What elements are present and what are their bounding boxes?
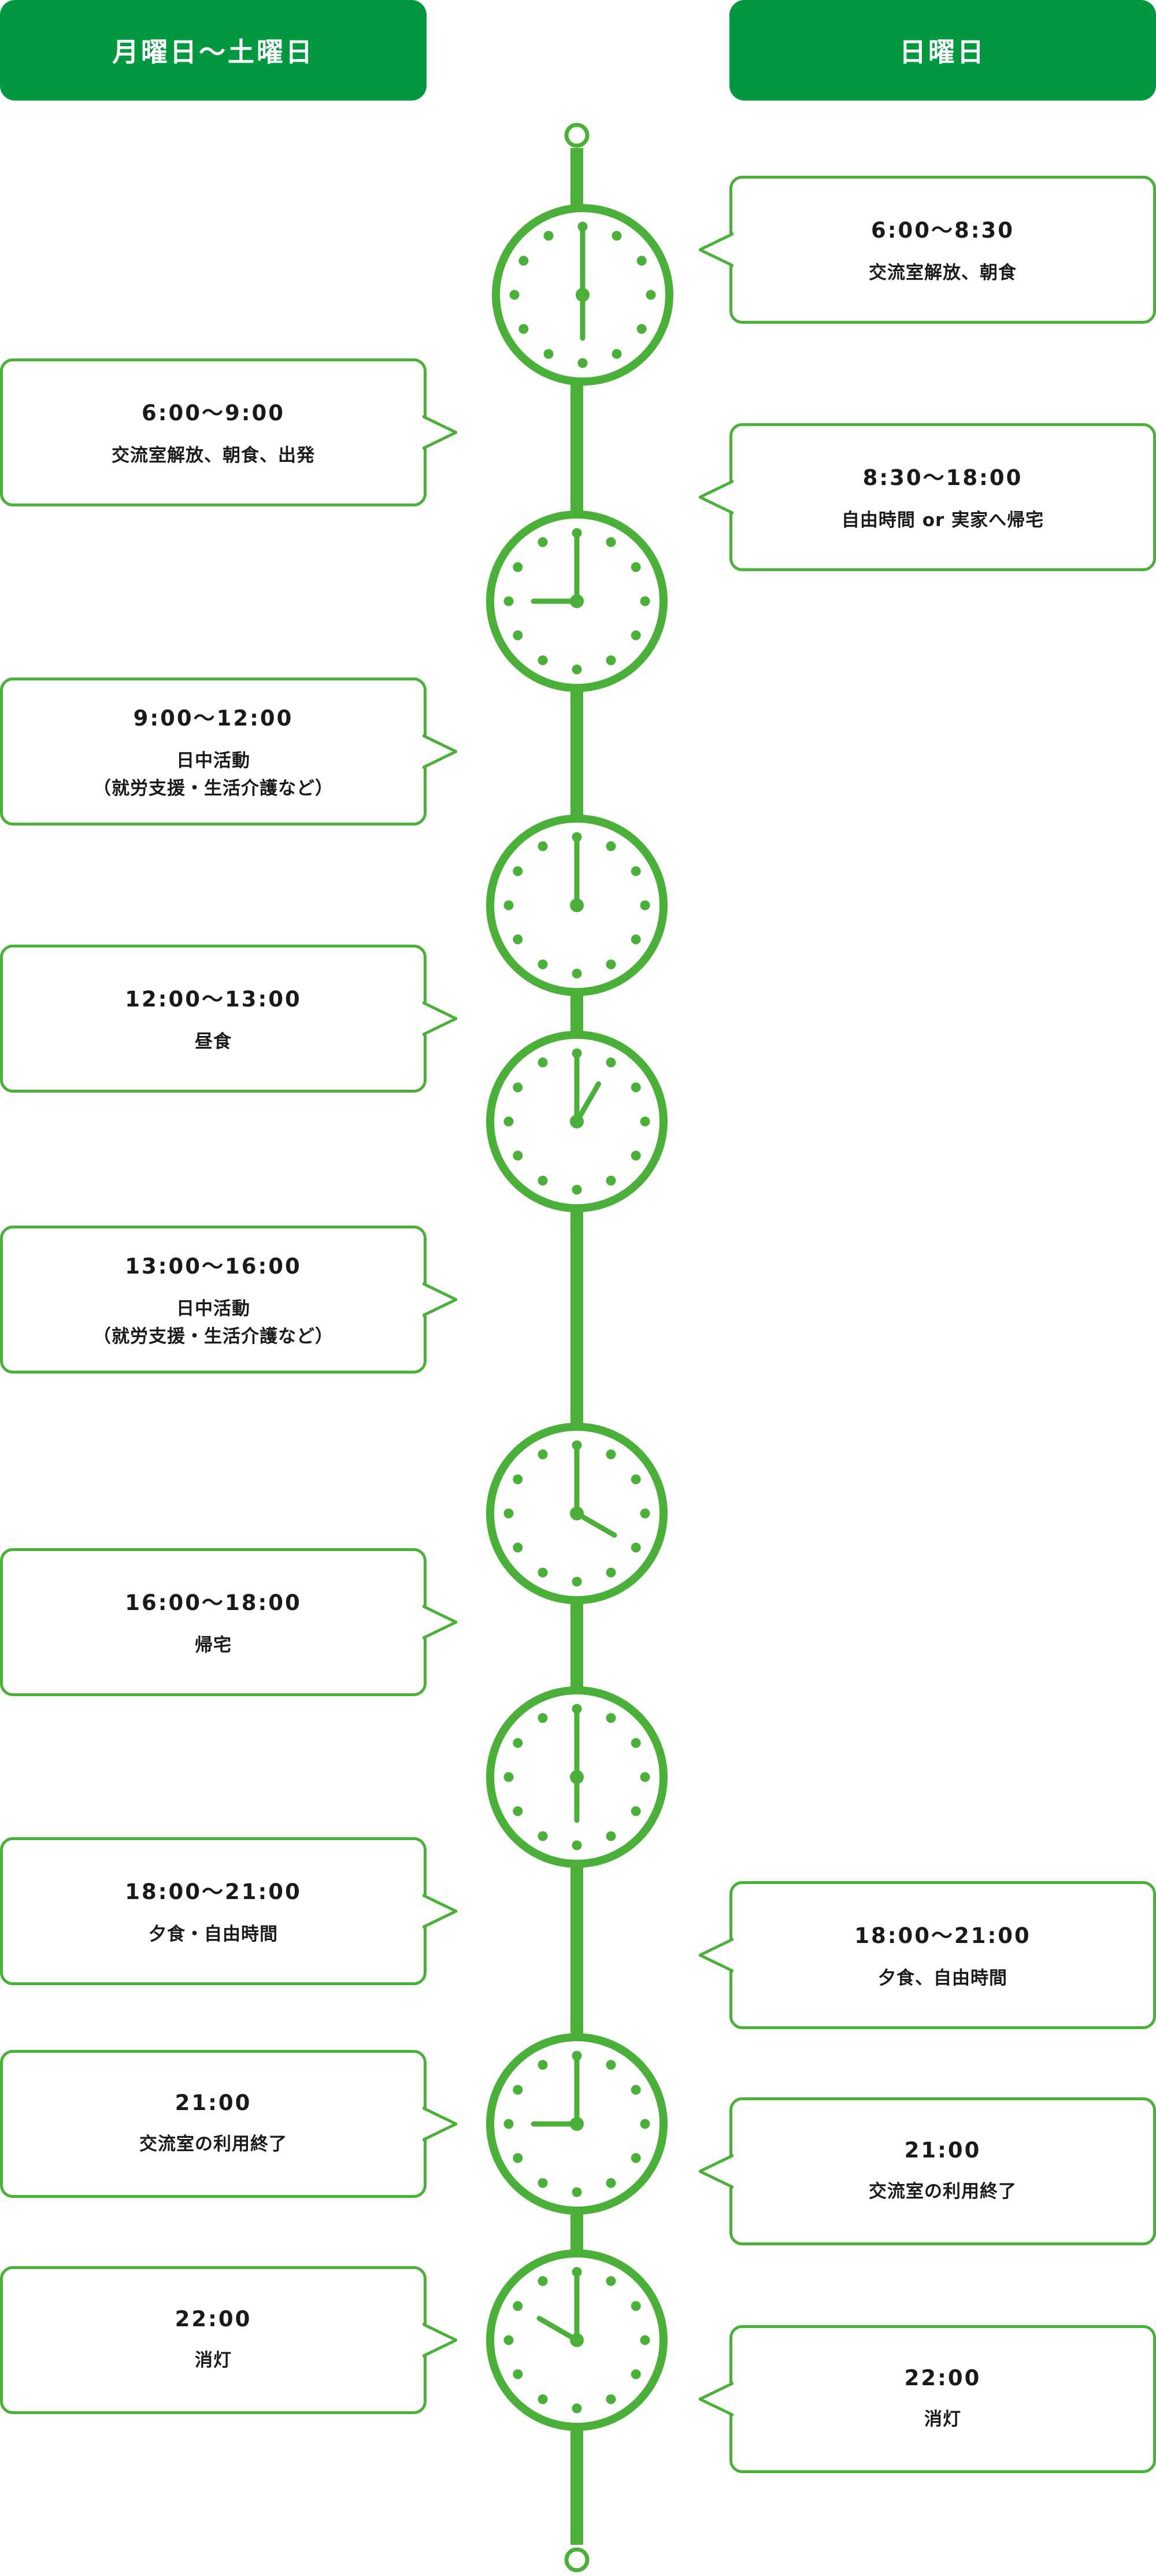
timeline-start-node [564,123,590,148]
clock-icon [486,1686,668,1868]
weekday-time: 12:00～13:00 [125,987,302,1012]
clock-icon [486,1423,668,1604]
bubble-tail [423,2323,457,2357]
weekday-desc: 日中活動 [176,750,250,771]
clock-hour-hand [574,1081,601,1124]
weekday-time: 21:00 [175,2090,252,2115]
bubble-tail [423,1001,457,1036]
clock-icon [486,2033,668,2215]
weekday-desc: 日中活動 [176,1298,250,1319]
weekday-time: 18:00～21:00 [125,1879,302,1904]
bubble-tail [699,2154,733,2189]
bubble-tail [699,1938,733,1972]
bubble-tail [423,734,457,769]
weekday-bubble: 16:00～18:00 帰宅 [0,1548,457,1696]
clock-icon [492,204,673,386]
sunday-bubble: 22:00 消灯 [699,2325,1156,2473]
weekday-bubble: 21:00 交流室の利用終了 [0,2050,457,2198]
bubble-tail [423,415,457,450]
bubble-tail [699,232,733,267]
weekday-bubble: 18:00～21:00 夕食・自由時間 [0,1837,457,1985]
sunday-desc: 交流室解放、朝食 [869,262,1017,283]
sunday-desc: 消灯 [924,2408,961,2430]
weekday-time: 16:00～18:00 [125,1590,302,1615]
bubble-tail [699,480,733,515]
sunday-desc: 夕食、自由時間 [878,1968,1007,1989]
sunday-time: 21:00 [904,2137,981,2163]
sunday-bubble: 18:00～21:00 夕食、自由時間 [699,1881,1156,2029]
sunday-time: 6:00～8:30 [870,218,1015,243]
weekday-desc: （就労支援・生活介護など） [93,778,334,799]
weekday-time: 6:00～9:00 [141,401,286,425]
weekday-bubble: 12:00～13:00 昼食 [0,945,457,1093]
sunday-time: 8:30～18:00 [862,465,1023,490]
weekday-bubble: 9:00～12:00 日中活動 （就労支援・生活介護など） [0,678,457,826]
bubble-tail [699,2382,733,2416]
weekday-time: 22:00 [175,2306,252,2331]
clock-icon [486,815,668,996]
clock-icon [486,510,668,692]
bubble-tail [423,1605,457,1639]
sunday-desc: 自由時間 or 実家へ帰宅 [841,510,1044,531]
weekday-bubble: 13:00～16:00 日中活動 （就労支援・生活介護など） [0,1226,457,1374]
sunday-bubble: 21:00 交流室の利用終了 [699,2097,1156,2245]
sunday-desc: 交流室の利用終了 [869,2181,1017,2202]
weekday-desc: （就労支援・生活介護など） [93,1326,334,1347]
weekday-bubble: 22:00 消灯 [0,2266,457,2414]
sunday-time: 22:00 [904,2365,981,2390]
clock-icon [486,2249,668,2431]
weekday-time: 13:00～16:00 [125,1254,302,1279]
weekday-bubble: 6:00～9:00 交流室解放、朝食、出発 [0,358,457,506]
bubble-tail [423,1894,457,1929]
timeline-end-node [564,2547,590,2573]
weekday-desc: 夕食・自由時間 [149,1924,278,1945]
sunday-time: 18:00～21:00 [854,1923,1031,1948]
sunday-bubble: 6:00～8:30 交流室解放、朝食 [699,176,1156,324]
sunday-header: 日曜日 [729,0,1156,101]
weekday-desc: 昼食 [195,1031,232,1052]
weekday-desc: 帰宅 [195,1635,232,1656]
weekday-time: 9:00～12:00 [133,706,294,731]
clock-icon [486,1031,668,1212]
weekday-desc: 交流室の利用終了 [139,2133,287,2155]
weekday-desc: 交流室解放、朝食、出発 [112,445,315,466]
clock-hour-hand [536,2316,580,2343]
bubble-tail [423,2107,457,2141]
weekday-header: 月曜日～土曜日 [0,0,427,101]
sunday-bubble: 8:30～18:00 自由時間 or 実家へ帰宅 [699,423,1156,571]
weekday-desc: 消灯 [195,2349,232,2371]
bubble-tail [423,1282,457,1317]
clock-hour-hand [574,1511,617,1538]
